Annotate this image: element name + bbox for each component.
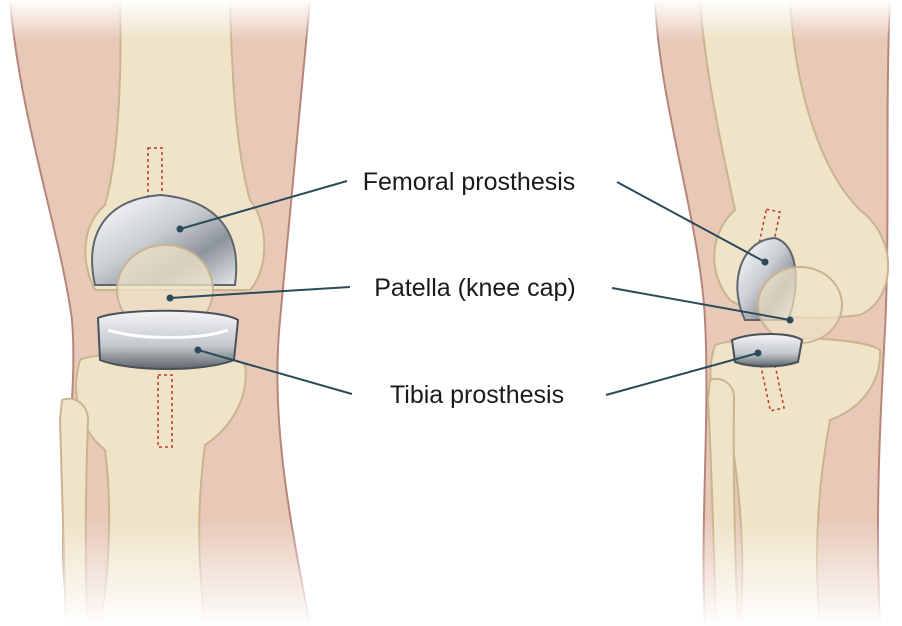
- tibia-dot-left: [195, 347, 202, 354]
- front-top-fade: [0, 0, 340, 40]
- tibia-prosthesis-label: Tibia prosthesis: [390, 381, 564, 409]
- side-tibial-tray: [732, 334, 802, 367]
- patella-dot-right: [787, 317, 794, 324]
- patella-label: Patella (knee cap): [374, 274, 576, 302]
- femoral-dot-left: [177, 226, 184, 233]
- side-patella: [758, 267, 842, 343]
- patella-dot-left: [167, 295, 174, 302]
- front-bottom-fade: [0, 520, 340, 626]
- side-view-leg: [640, 0, 902, 626]
- front-view-leg: [0, 0, 340, 626]
- front-tibial-tray: [98, 311, 238, 369]
- side-bottom-fade: [640, 520, 902, 626]
- side-top-fade: [640, 0, 902, 40]
- tibia-dot-right: [755, 350, 762, 357]
- femoral-dot-right: [762, 259, 769, 266]
- femoral-prosthesis-label: Femoral prosthesis: [363, 168, 576, 196]
